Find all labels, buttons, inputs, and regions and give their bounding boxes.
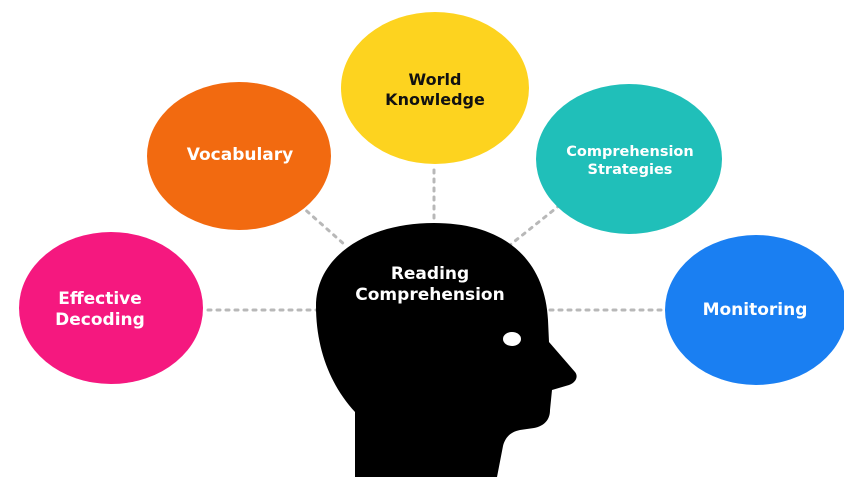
bubble-monitoring [665,235,844,385]
connector-strategies [508,203,562,247]
bubble-vocabulary [147,82,331,230]
bubble-comprehension-strategies [536,84,722,234]
connectors [206,168,667,312]
bubble-world-knowledge [341,12,529,164]
head-silhouette [316,223,577,477]
connector-vocabulary [298,203,347,247]
bubble-effective-decoding [19,232,203,384]
eye-icon [503,332,521,346]
